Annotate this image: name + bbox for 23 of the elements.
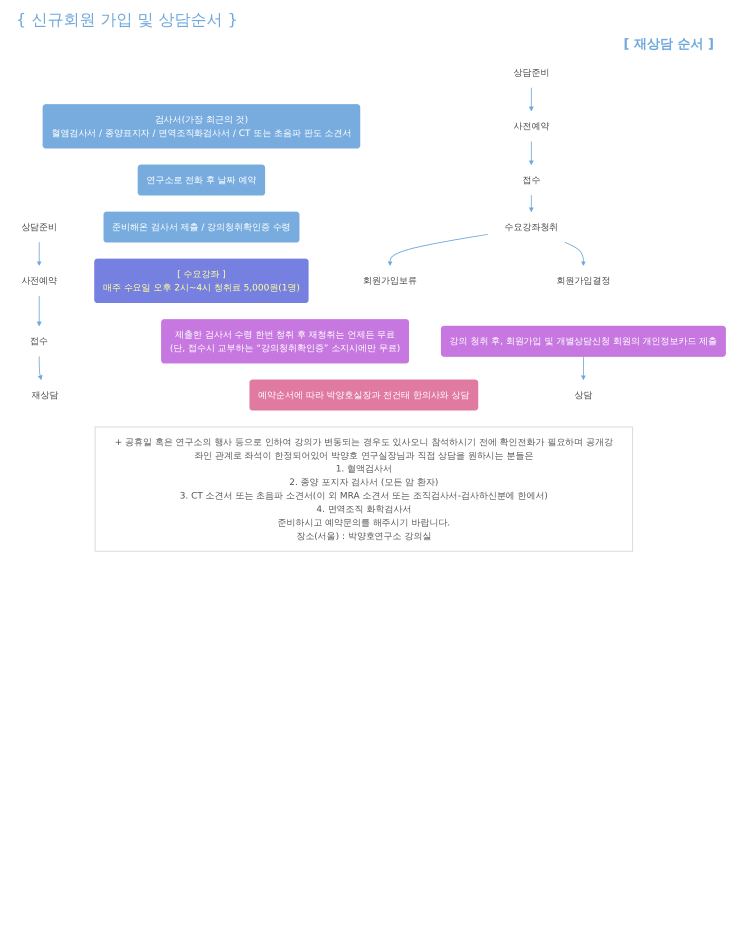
arrow [528, 87, 534, 112]
arrow [528, 141, 534, 166]
node-text: 상담준비 [21, 222, 58, 232]
diagram-title: { 신규회원 가입 및 상담순서 } [16, 10, 239, 31]
node-text: 접수 [30, 336, 48, 346]
node-text: 재상담 [31, 389, 58, 400]
arrow [38, 356, 43, 380]
node-text: 접수 [522, 174, 540, 186]
arrow [528, 194, 534, 212]
node-text: 회원가입보류 [363, 275, 417, 286]
node-box: + 공휴일 혹은 연구소의 행사 등으로 인하여 강의가 변동되는 경우도 있사오니 참석하시기 전에 확인전화가 필요하며 공개강좌인 관계로 좌석이 한정되어있어 박양호 연구실장님과 직접 상담을 원하시는 분들은 1. 혈액검사서 2. 종양 포지자 검사서 (모든 암 환자) 3. CT 소견서 또는 초음파 소견서(이 외 MRA 소견서 또는 조직검사서-검사하신분에 한에서) 4. 면역조직 화학검사서 준비하시고 예약문의를 해주시기 바랍니다. 장소(서울) : 박양호연구소 강의실 [94, 426, 634, 552]
node-text: 사전예약 [513, 120, 550, 132]
column-heading: [ 재상담 순서 ] [624, 37, 714, 52]
arrow [36, 242, 42, 266]
arrow [36, 296, 42, 326]
arrow [564, 242, 586, 266]
node-text: 상담 [574, 389, 592, 400]
node-text: 회원가입결정 [556, 275, 610, 286]
node-text: 사전예약 [21, 275, 58, 286]
node-text: 수요강좌청취 [504, 222, 558, 232]
arrow [388, 234, 488, 266]
arrow [580, 356, 586, 380]
node-text: 상담준비 [513, 66, 550, 78]
